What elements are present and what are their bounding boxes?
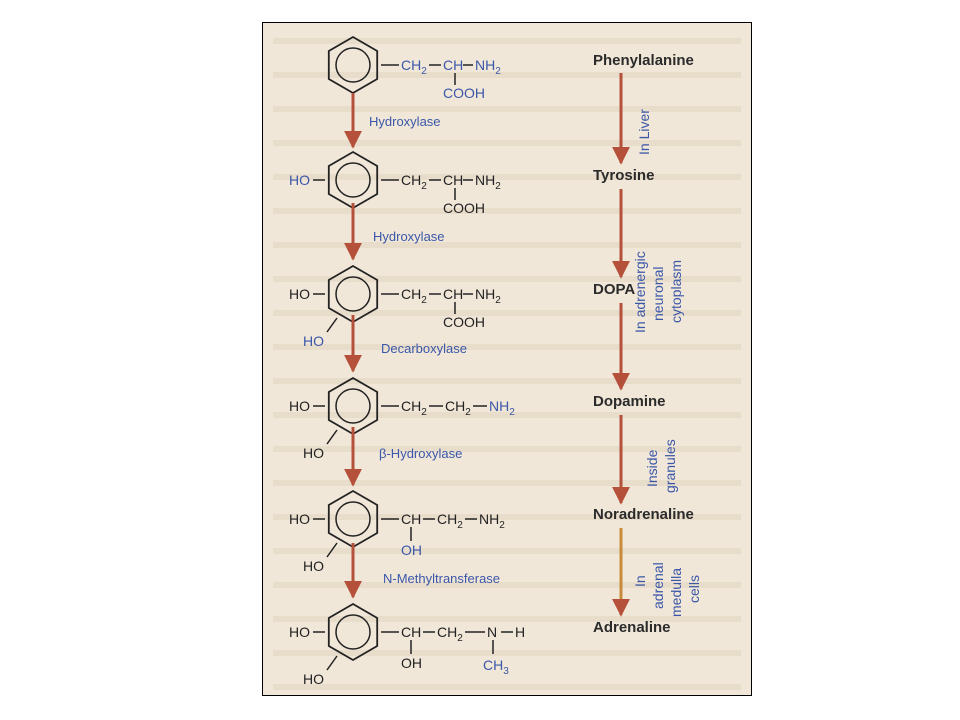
side-chain-ch: CH (443, 57, 463, 73)
side-chain-cooh: COOH (443, 85, 485, 101)
side-chain-n: N (487, 624, 497, 640)
enzyme-label-1: Hydroxylase (369, 114, 441, 129)
svg-text:cytoplasm: cytoplasm (668, 260, 684, 323)
benzene-ring-6 (327, 602, 379, 662)
side-chain-nh2: NH2 (475, 172, 501, 192)
hydroxyl-meta: HO (303, 671, 324, 687)
compound-phenylalanine: Phenylalanine (593, 52, 694, 69)
svg-text:adrenal: adrenal (650, 562, 666, 609)
hydroxyl-para: HO (289, 511, 310, 527)
side-chain-ch: CH (401, 511, 421, 527)
compound-tyrosine: Tyrosine (593, 167, 654, 184)
svg-text:In adrenergic: In adrenergic (632, 251, 648, 333)
side-chain-nh2: NH2 (479, 511, 505, 531)
svg-text:In: In (632, 575, 648, 587)
side-chain-nh2: NH2 (475, 57, 501, 77)
location-neuronal: In adrenergic neuronal cytoplasm (632, 251, 684, 333)
hydroxyl-meta: HO (303, 558, 324, 574)
benzene-ring-1-inner (335, 47, 371, 83)
compound-dopamine: Dopamine (593, 393, 666, 410)
svg-text:granules: granules (662, 439, 678, 493)
enzyme-label-5: N-Methyltransferase (383, 571, 500, 586)
hydroxyl-para: HO (289, 398, 310, 414)
side-chain-oh: OH (401, 655, 422, 671)
side-chain-oh: OH (401, 542, 422, 558)
compound-dopa: DOPA (593, 281, 635, 298)
background-texture (273, 38, 741, 690)
svg-text:Inside: Inside (644, 449, 660, 487)
compound-adrenaline: Adrenaline (593, 619, 671, 636)
hydroxyl-para: HO (289, 624, 310, 640)
side-chain-ch2: CH2 (401, 286, 427, 306)
side-chain-cooh: COOH (443, 314, 485, 330)
benzene-ring-2-inner (335, 162, 371, 198)
enzyme-label-4: β-Hydroxylase (379, 446, 462, 461)
side-chain-cooh: COOH (443, 200, 485, 216)
svg-text:medulla: medulla (668, 568, 684, 617)
side-chain-ch2: CH2 (401, 398, 427, 418)
benzene-ring-3-inner (335, 276, 371, 312)
hydroxyl-para: HO (289, 172, 310, 188)
side-chain-ch2: CH2 (437, 624, 463, 644)
side-chain-h: H (515, 624, 525, 640)
side-chain-ch: CH (443, 286, 463, 302)
side-chain-nh2: NH2 (489, 398, 515, 418)
benzene-ring-6-inner (335, 614, 371, 650)
enzyme-label-2: Hydroxylase (373, 229, 445, 244)
side-chain-ch3: CH3 (483, 657, 509, 677)
svg-text:neuronal: neuronal (650, 267, 666, 322)
side-chain-ch2: CH2 (437, 511, 463, 531)
location-granules: Inside granules (644, 439, 678, 493)
location-liver: In Liver (636, 109, 652, 155)
side-chain-ch2: CH2 (401, 172, 427, 192)
benzene-ring-4-inner (335, 388, 371, 424)
side-chain-ch: CH (443, 172, 463, 188)
compound-noradrenaline: Noradrenaline (593, 506, 694, 523)
side-chain-ch: CH (401, 624, 421, 640)
svg-text:cells: cells (686, 575, 702, 603)
side-chain-ch2: CH2 (401, 57, 427, 77)
benzene-ring-5-inner (335, 501, 371, 537)
hydroxyl-meta: HO (303, 445, 324, 461)
location-medulla: In adrenal medulla cells (632, 562, 702, 617)
svg-text:In Liver: In Liver (636, 109, 652, 155)
enzyme-label-3: Decarboxylase (381, 341, 467, 356)
side-chain-nh2: NH2 (475, 286, 501, 306)
hydroxyl-meta: HO (303, 333, 324, 349)
side-chain-ch2b: CH2 (445, 398, 471, 418)
hydroxyl-para: HO (289, 286, 310, 302)
